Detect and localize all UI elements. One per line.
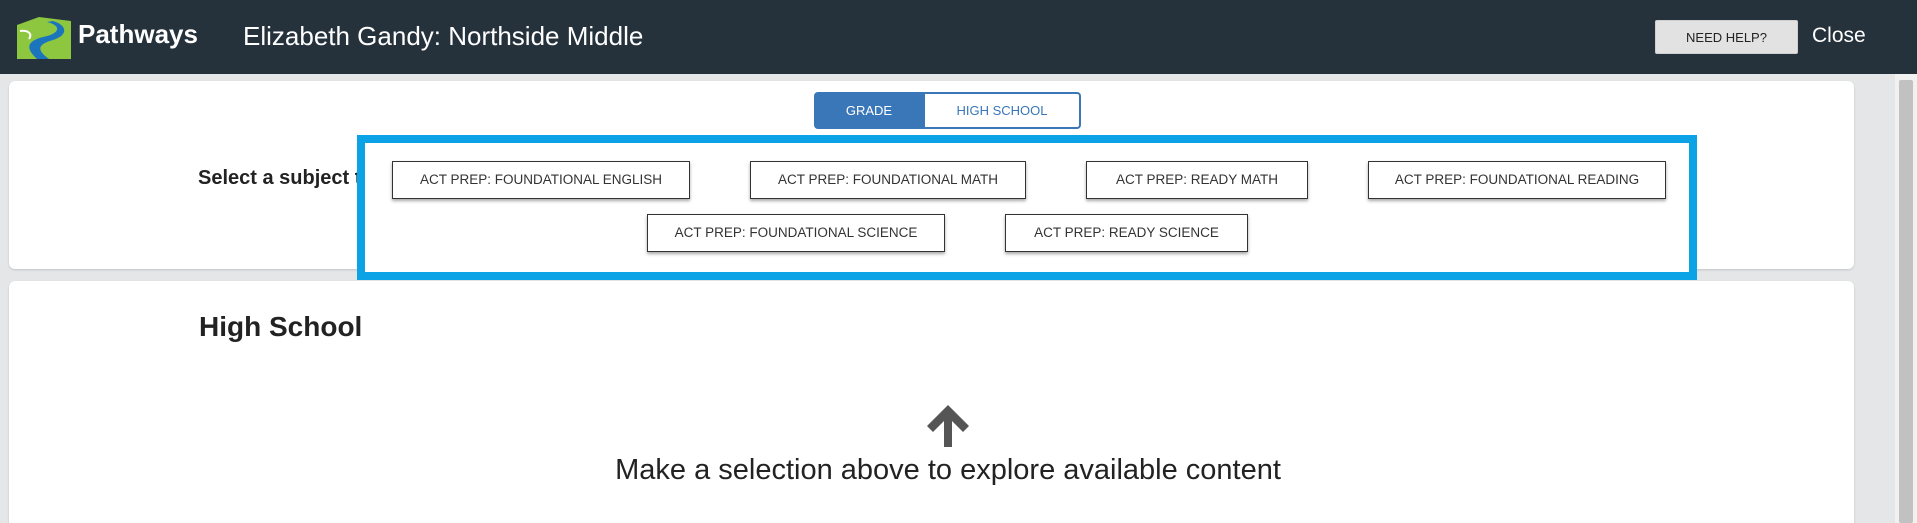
page-title: Elizabeth Gandy: Northside Middle	[243, 21, 644, 51]
subject-highlight-box	[357, 135, 1697, 280]
tab-grade[interactable]: GRADE	[814, 92, 924, 129]
app-name: Pathways	[78, 19, 198, 49]
select-subject-label: Select a subject t	[198, 167, 358, 189]
scrollbar-thumb[interactable]	[1899, 80, 1913, 523]
tab-high-school[interactable]: HIGH SCHOOL	[923, 92, 1081, 129]
top-bar: Pathways Elizabeth Gandy: Northside Midd…	[0, 0, 1917, 74]
subject-button-foundational-english[interactable]: ACT PREP: FOUNDATIONAL ENGLISH	[392, 161, 690, 199]
high-school-card	[9, 281, 1854, 523]
subject-button-foundational-science[interactable]: ACT PREP: FOUNDATIONAL SCIENCE	[647, 214, 945, 252]
pathways-logo-icon	[17, 17, 71, 59]
section-title: High School	[199, 311, 363, 342]
selection-hint: Make a selection above to explore availa…	[615, 454, 1281, 486]
subject-button-foundational-math[interactable]: ACT PREP: FOUNDATIONAL MATH	[750, 161, 1026, 199]
close-button[interactable]: Close	[1812, 24, 1866, 47]
subject-button-foundational-reading[interactable]: ACT PREP: FOUNDATIONAL READING	[1368, 161, 1666, 199]
subject-button-ready-science[interactable]: ACT PREP: READY SCIENCE	[1005, 214, 1248, 252]
arrow-up-icon	[927, 405, 969, 447]
need-help-button[interactable]: NEED HELP?	[1655, 20, 1798, 54]
subject-button-ready-math[interactable]: ACT PREP: READY MATH	[1086, 161, 1308, 199]
